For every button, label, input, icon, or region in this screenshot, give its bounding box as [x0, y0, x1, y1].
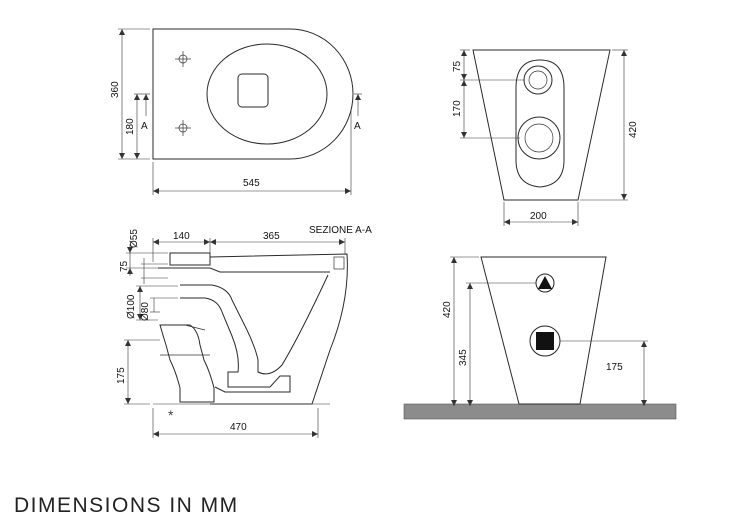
rear-view-outline	[480, 256, 607, 405]
section-trap-outlet	[159, 324, 215, 403]
front-lower-port	[517, 116, 561, 160]
front-view: 75 170 420 200	[452, 49, 639, 226]
square-symbol	[529, 325, 561, 357]
dim-front-left	[460, 49, 525, 139]
floor-slab	[403, 403, 677, 420]
dim-section-dia	[136, 285, 178, 321]
front-view-inlet-slot	[515, 59, 565, 188]
front-upper-label: 75	[452, 60, 463, 72]
front-upper-port	[523, 65, 553, 95]
fixing-hole-upper	[175, 51, 191, 67]
section-outer-shell	[209, 253, 348, 405]
section-dia-100-label: Ø100	[126, 294, 137, 319]
dim-front-420	[580, 49, 628, 201]
section-trapway	[180, 297, 291, 393]
section-rim-channel	[158, 267, 330, 273]
section-dia-top-label: Ø55	[129, 229, 140, 248]
front-height-label: 420	[628, 121, 639, 138]
dim-545	[152, 110, 352, 195]
rear-mid-label: 345	[458, 349, 469, 366]
front-view-outline	[472, 49, 611, 201]
section-rim-tab	[333, 256, 345, 270]
section-water-inlet	[169, 252, 211, 266]
dim-section-top	[126, 244, 168, 276]
dim-front-200	[503, 202, 579, 226]
rear-view: 420 345 175	[403, 256, 677, 420]
section-inner-bowl	[180, 274, 329, 375]
section-mark-right: A	[354, 121, 361, 132]
section-75-label: 75	[119, 260, 130, 272]
section-365-label: 365	[263, 231, 280, 242]
dim-section-470	[152, 408, 319, 438]
dim-section-75-b	[141, 258, 168, 284]
top-view-bowl	[206, 43, 328, 145]
triangle-symbol	[535, 273, 555, 293]
top-view-drain	[237, 73, 269, 108]
top-view-outline	[152, 28, 354, 160]
section-140-label: 140	[173, 231, 190, 242]
dim-rear-right	[560, 340, 648, 406]
front-gap-label: 170	[452, 100, 463, 117]
front-base-label: 200	[530, 211, 547, 222]
dim-section-140-365	[152, 238, 346, 262]
dim-section-175	[124, 339, 160, 405]
section-dia-80-label: Ø80	[140, 302, 151, 321]
top-half-depth-label: 180	[125, 118, 136, 135]
dim-180	[134, 93, 142, 159]
rear-low-label: 175	[606, 362, 623, 373]
section-175-label: 175	[116, 367, 127, 384]
section-470-label: 470	[230, 422, 247, 433]
section-asterisk: *	[168, 407, 174, 423]
top-view: A A 360 180 545	[110, 28, 362, 195]
section-title: SEZIONE A-A	[309, 225, 372, 236]
section-seal-line	[184, 324, 206, 331]
section-view: SEZIONE A-A Ø55 75	[116, 225, 372, 438]
dim-rear-left	[450, 256, 536, 406]
dim-360	[118, 28, 150, 160]
fixing-hole-lower	[175, 120, 191, 136]
rear-height-label: 420	[442, 301, 453, 318]
dimensions-caption: DIMENSIONS IN MM	[14, 494, 239, 517]
top-depth-label: 360	[110, 81, 121, 98]
top-width-label: 545	[243, 178, 260, 189]
section-line-a	[142, 93, 362, 116]
section-mark-left: A	[141, 121, 148, 132]
